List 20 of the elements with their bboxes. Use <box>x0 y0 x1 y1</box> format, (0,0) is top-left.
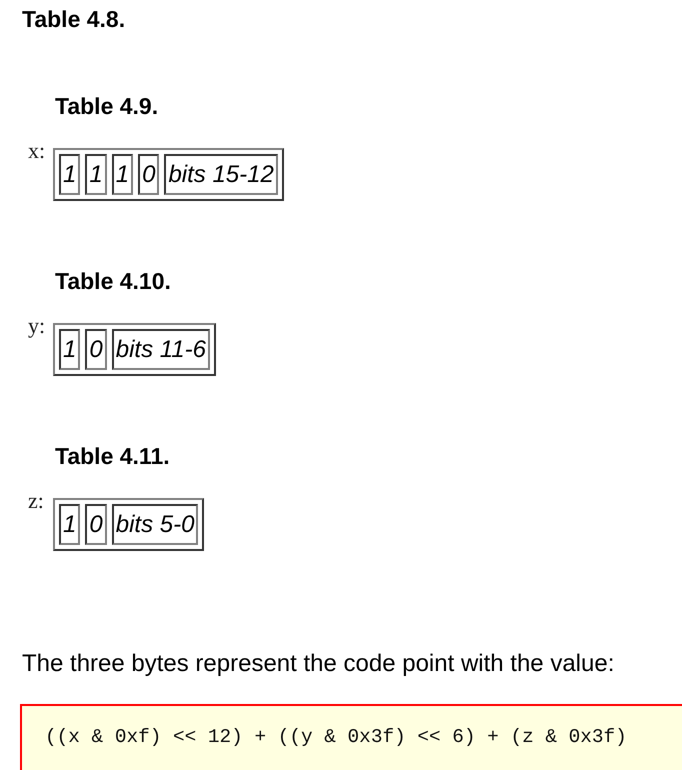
table-title: Table 4.8. <box>22 6 126 32</box>
variable-label: z: <box>28 490 44 512</box>
table-cell: 1 <box>59 504 80 545</box>
table-cell: 1 <box>112 154 134 195</box>
variable-label: y: <box>28 315 46 337</box>
table-cell: 1 <box>59 329 80 370</box>
table-cell: 0 <box>138 154 160 195</box>
table-cell: 0 <box>85 504 107 545</box>
code-block: ((x & 0xf) << 12) + ((y & 0x3f) << 6) + (z & 0x3f) <box>20 704 682 770</box>
table-cell: 0 <box>85 329 107 370</box>
variable-label: x: <box>28 140 46 162</box>
table-cell: 1 <box>59 154 80 195</box>
table-cell: bits 5-0 <box>112 504 198 545</box>
table-heading: Table 4.9. <box>55 93 158 119</box>
table-heading: Table 4.10. <box>55 268 171 294</box>
table-cell: 1 <box>85 154 107 195</box>
table-cell: bits 15-12 <box>164 154 278 195</box>
paragraph: The three bytes represent the code point with the value: <box>22 650 614 678</box>
table-heading: Table 4.11. <box>55 443 170 469</box>
table-cell: bits 11-6 <box>112 329 210 370</box>
